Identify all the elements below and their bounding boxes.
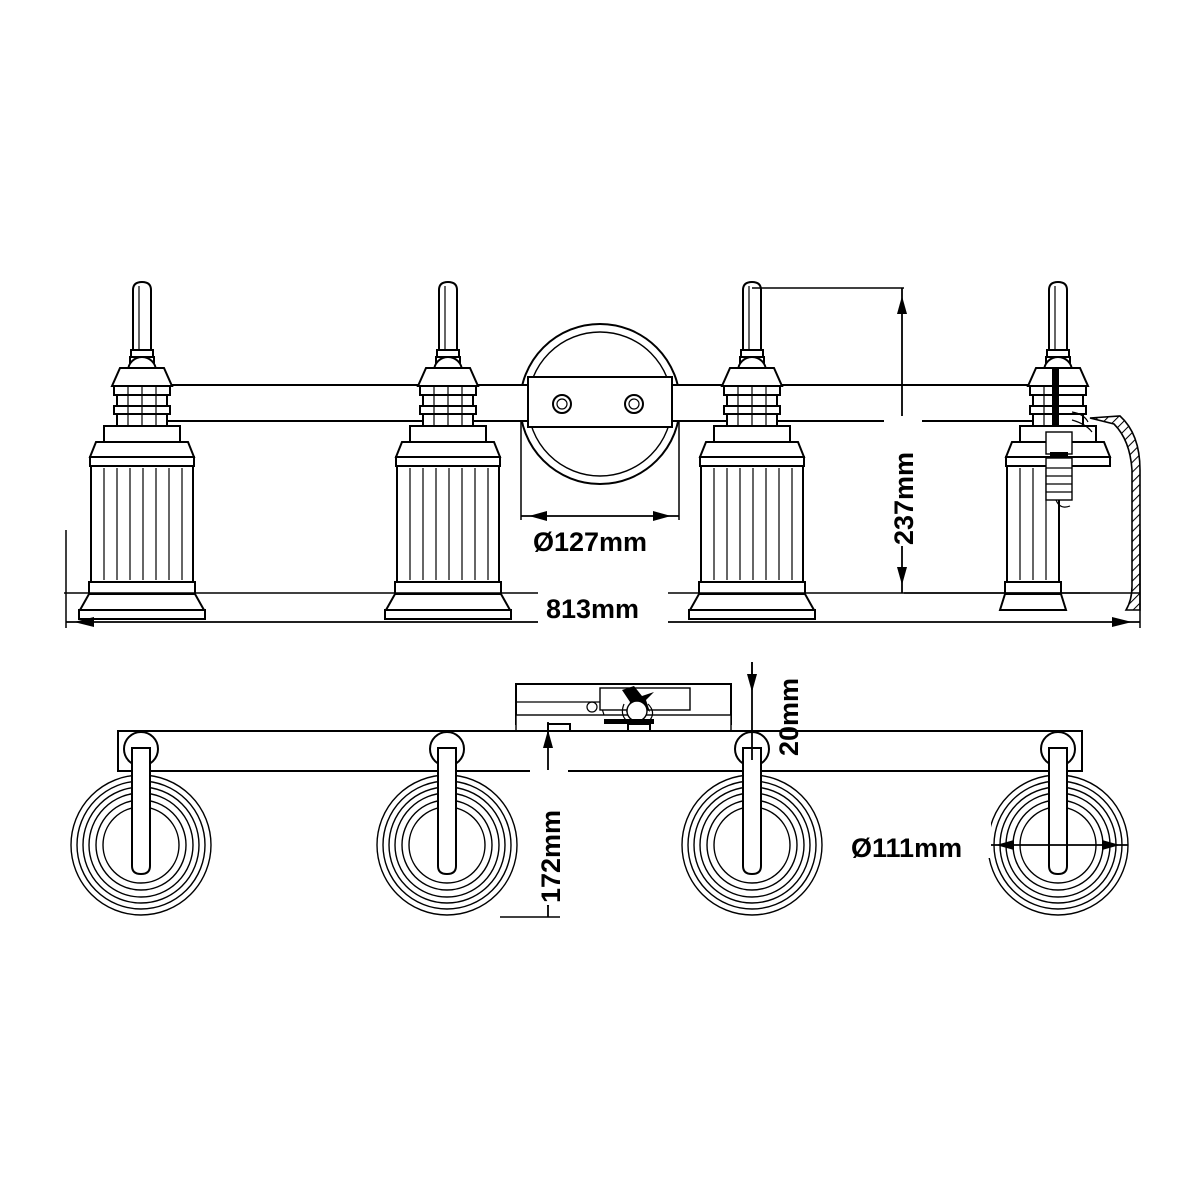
dimension-overall-height: 237mm [752,287,1090,594]
elevation-view: 237mm Ø127mm 813mm [64,280,1141,628]
dimension-shade-diameter: Ø111mm [843,822,1128,863]
lamp-4-plan [987,731,1129,916]
plan-view: 20mm 172mm Ø111mm [70,662,1129,918]
dimension-overall-width: 813mm [65,530,1141,628]
lamp-2-plan [376,731,518,916]
dimension-20mm-label: 20mm [774,678,804,756]
dimension-172mm-label: 172mm [536,810,566,903]
dimension-127mm-label: Ø127mm [533,527,647,557]
dimension-111mm-label: Ø111mm [851,833,962,863]
dimension-237mm-label: 237mm [889,452,919,545]
dimension-813mm-label: 813mm [546,594,639,624]
dimension-backplate-diameter: Ø127mm [520,420,680,557]
support-rail-plan [117,730,1083,772]
dimension-projection: 172mm [500,722,568,918]
lamp-4-elevation-section [998,280,1141,611]
mounting-bar [527,376,673,428]
lamp-2-elevation [384,281,512,620]
lamp-3-elevation [688,281,816,620]
dimension-backplate-thickness: 20mm [747,662,804,760]
lamp-1-elevation [78,281,206,620]
lamp-1-plan [70,731,212,916]
